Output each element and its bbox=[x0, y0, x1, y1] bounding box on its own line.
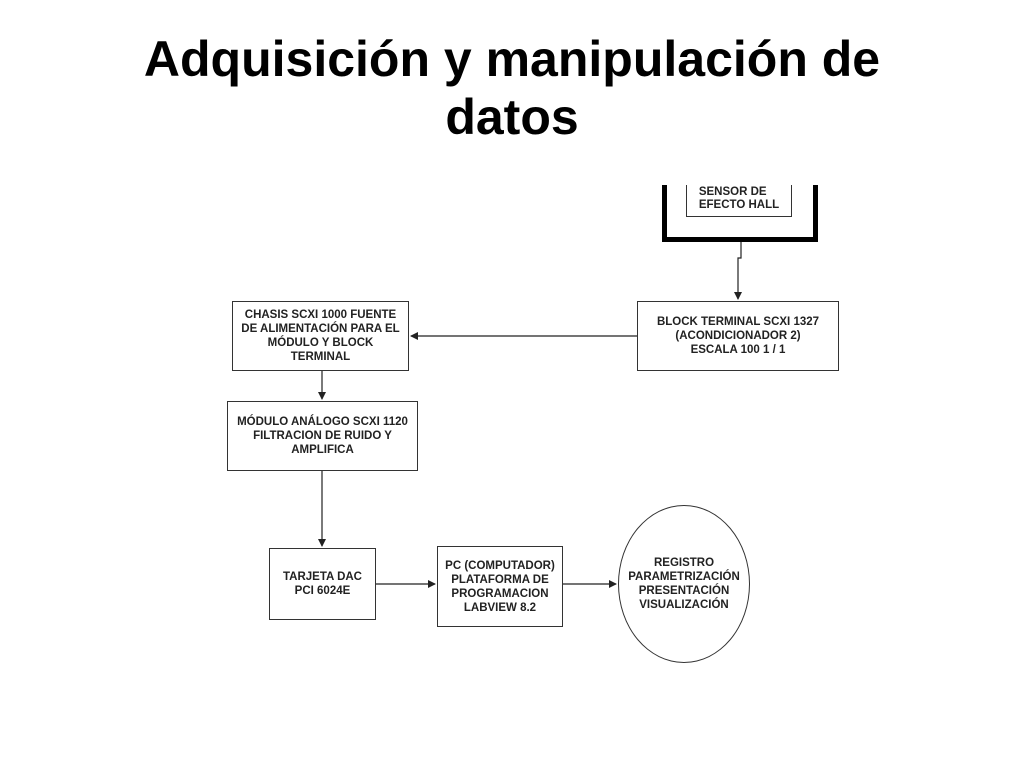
registro-circle: REGISTRO PARAMETRIZACIÓN PRESENTACIÓN VI… bbox=[618, 505, 750, 663]
slide-title: Adquisición y manipulación de datos bbox=[0, 30, 1024, 146]
pc-box: PC (COMPUTADOR) PLATAFORMA DE PROGRAMACI… bbox=[437, 546, 563, 627]
pc-label: PC (COMPUTADOR) PLATAFORMA DE PROGRAMACI… bbox=[445, 559, 555, 614]
block-terminal-box: BLOCK TERMINAL SCXI 1327 (ACONDICIONADOR… bbox=[637, 301, 839, 371]
slide-title-line-2: datos bbox=[445, 89, 579, 145]
tarjeta-dac-box: TARJETA DAC PCI 6024E bbox=[269, 548, 376, 620]
arrow-sensor-to-block-terminal bbox=[734, 242, 742, 300]
slide-title-line-1: Adquisición y manipulación de bbox=[143, 31, 881, 87]
chasis-box: CHASIS SCXI 1000 FUENTE DE ALIMENTACIÓN … bbox=[232, 301, 409, 371]
sensor-housing bbox=[662, 185, 818, 242]
tarjeta-dac-label: TARJETA DAC PCI 6024E bbox=[282, 571, 362, 597]
modulo-analogo-label: MÓDULO ANÁLOGO SCXI 1120 FILTRACION DE R… bbox=[237, 416, 408, 456]
registro-label: REGISTRO PARAMETRIZACIÓN PRESENTACIÓN VI… bbox=[628, 557, 740, 611]
modulo-analogo-box: MÓDULO ANÁLOGO SCXI 1120 FILTRACION DE R… bbox=[227, 401, 418, 471]
chasis-label: CHASIS SCXI 1000 FUENTE DE ALIMENTACIÓN … bbox=[241, 309, 400, 363]
sensor-box: SENSOR DE EFECTO HALL bbox=[686, 185, 792, 217]
sensor-label: SENSOR DE EFECTO HALL bbox=[698, 186, 780, 211]
block-terminal-label: BLOCK TERMINAL SCXI 1327 (ACONDICIONADOR… bbox=[656, 316, 820, 356]
